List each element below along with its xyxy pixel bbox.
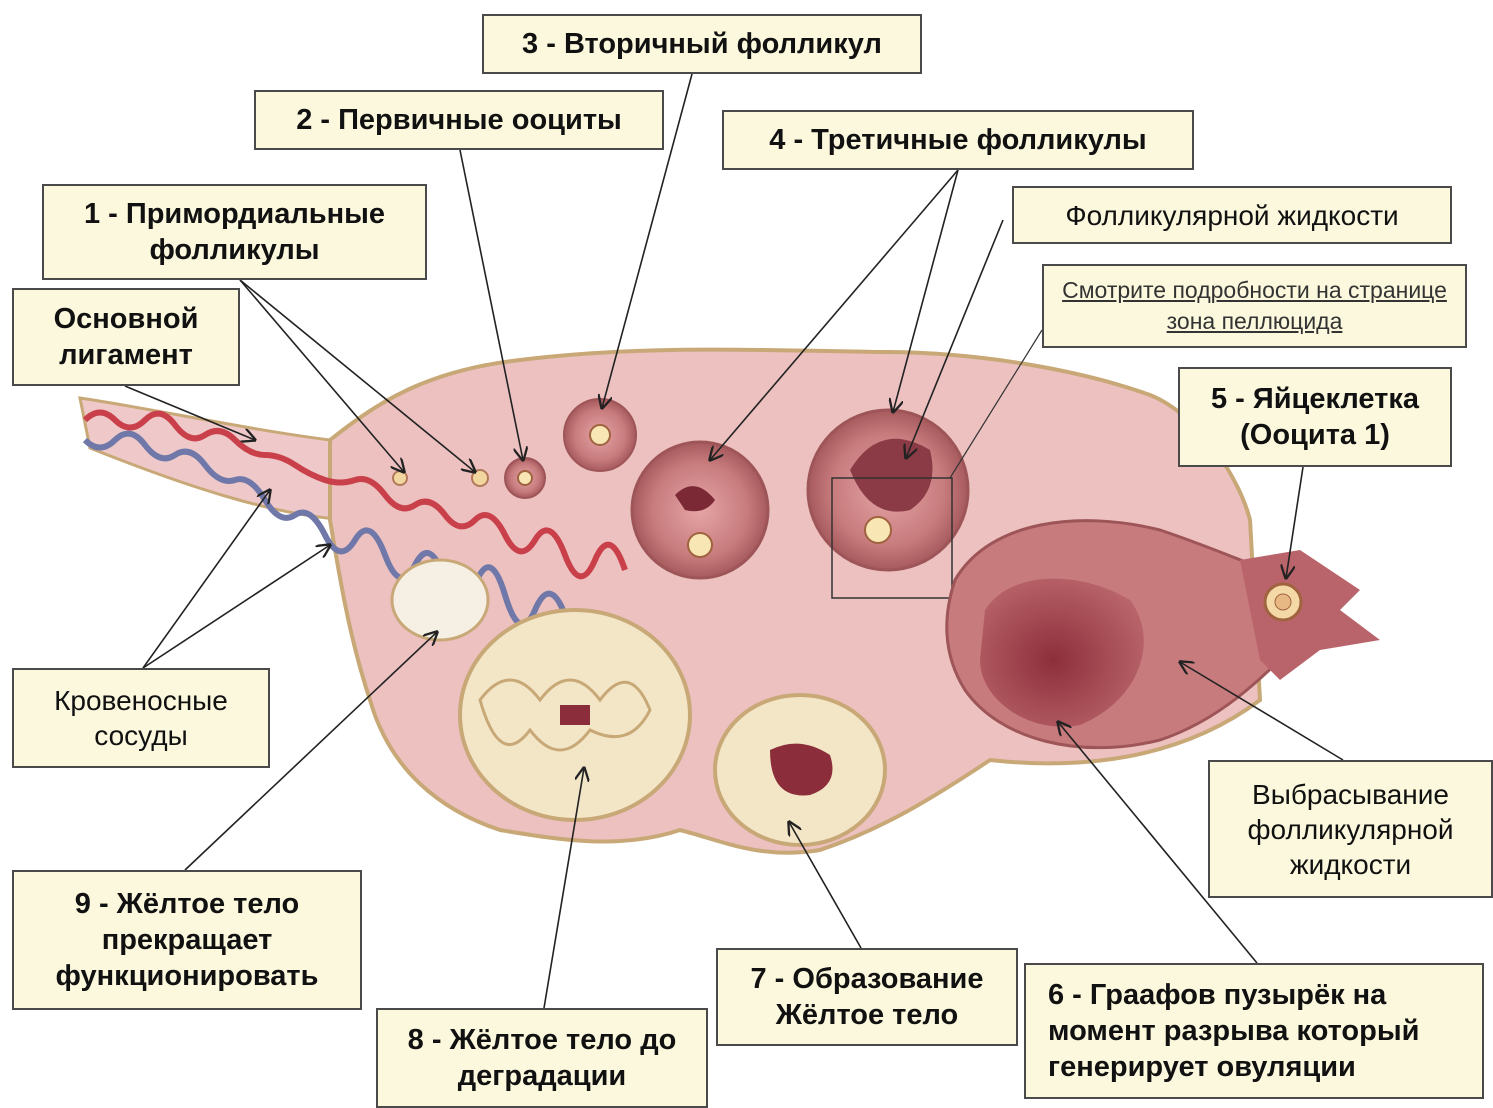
label-corpus-luteum-formation: 7 - Образование Жёлтое тело xyxy=(716,948,1018,1046)
label-graafian-follicle: 6 - Граафов пузырёк на момент разрыва ко… xyxy=(1024,963,1484,1099)
link-zona-pellucida[interactable]: Смотрите подробности на странице зона пе… xyxy=(1042,264,1467,348)
label-blood-vessels: Кровеносные сосуды xyxy=(12,668,270,768)
label-fluid-release: Выбрасывание фолликулярной жидкости xyxy=(1208,760,1493,898)
corpus-albicans xyxy=(392,560,488,640)
primary-oocyte xyxy=(518,471,532,485)
label-egg-cell: 5 - Яйцеклетка (Ооцита 1) xyxy=(1178,367,1452,467)
label-tertiary-follicles: 4 - Третичные фолликулы xyxy=(722,110,1194,170)
ruptured-fringe xyxy=(1240,550,1380,680)
label-secondary-follicle: 3 - Вторичный фолликул xyxy=(482,14,922,74)
label-corpus-luteum-before-degradation: 8 - Жёлтое тело до деградации xyxy=(376,1008,708,1108)
label-primordial-follicles: 1 - Примордиальные фолликулы xyxy=(42,184,427,280)
label-base-ligament: Основной лигамент xyxy=(12,288,240,386)
secondary-oocyte xyxy=(590,425,610,445)
ovarian-ligament xyxy=(80,398,360,520)
label-primary-oocytes: 2 - Первичные ооциты xyxy=(254,90,664,150)
label-corpus-luteum-stops: 9 - Жёлтое тело прекращает функционирова… xyxy=(12,870,362,1010)
label-follicular-fluid: Фолликулярной жидкости xyxy=(1012,186,1452,244)
primordial-follicle xyxy=(393,471,407,485)
